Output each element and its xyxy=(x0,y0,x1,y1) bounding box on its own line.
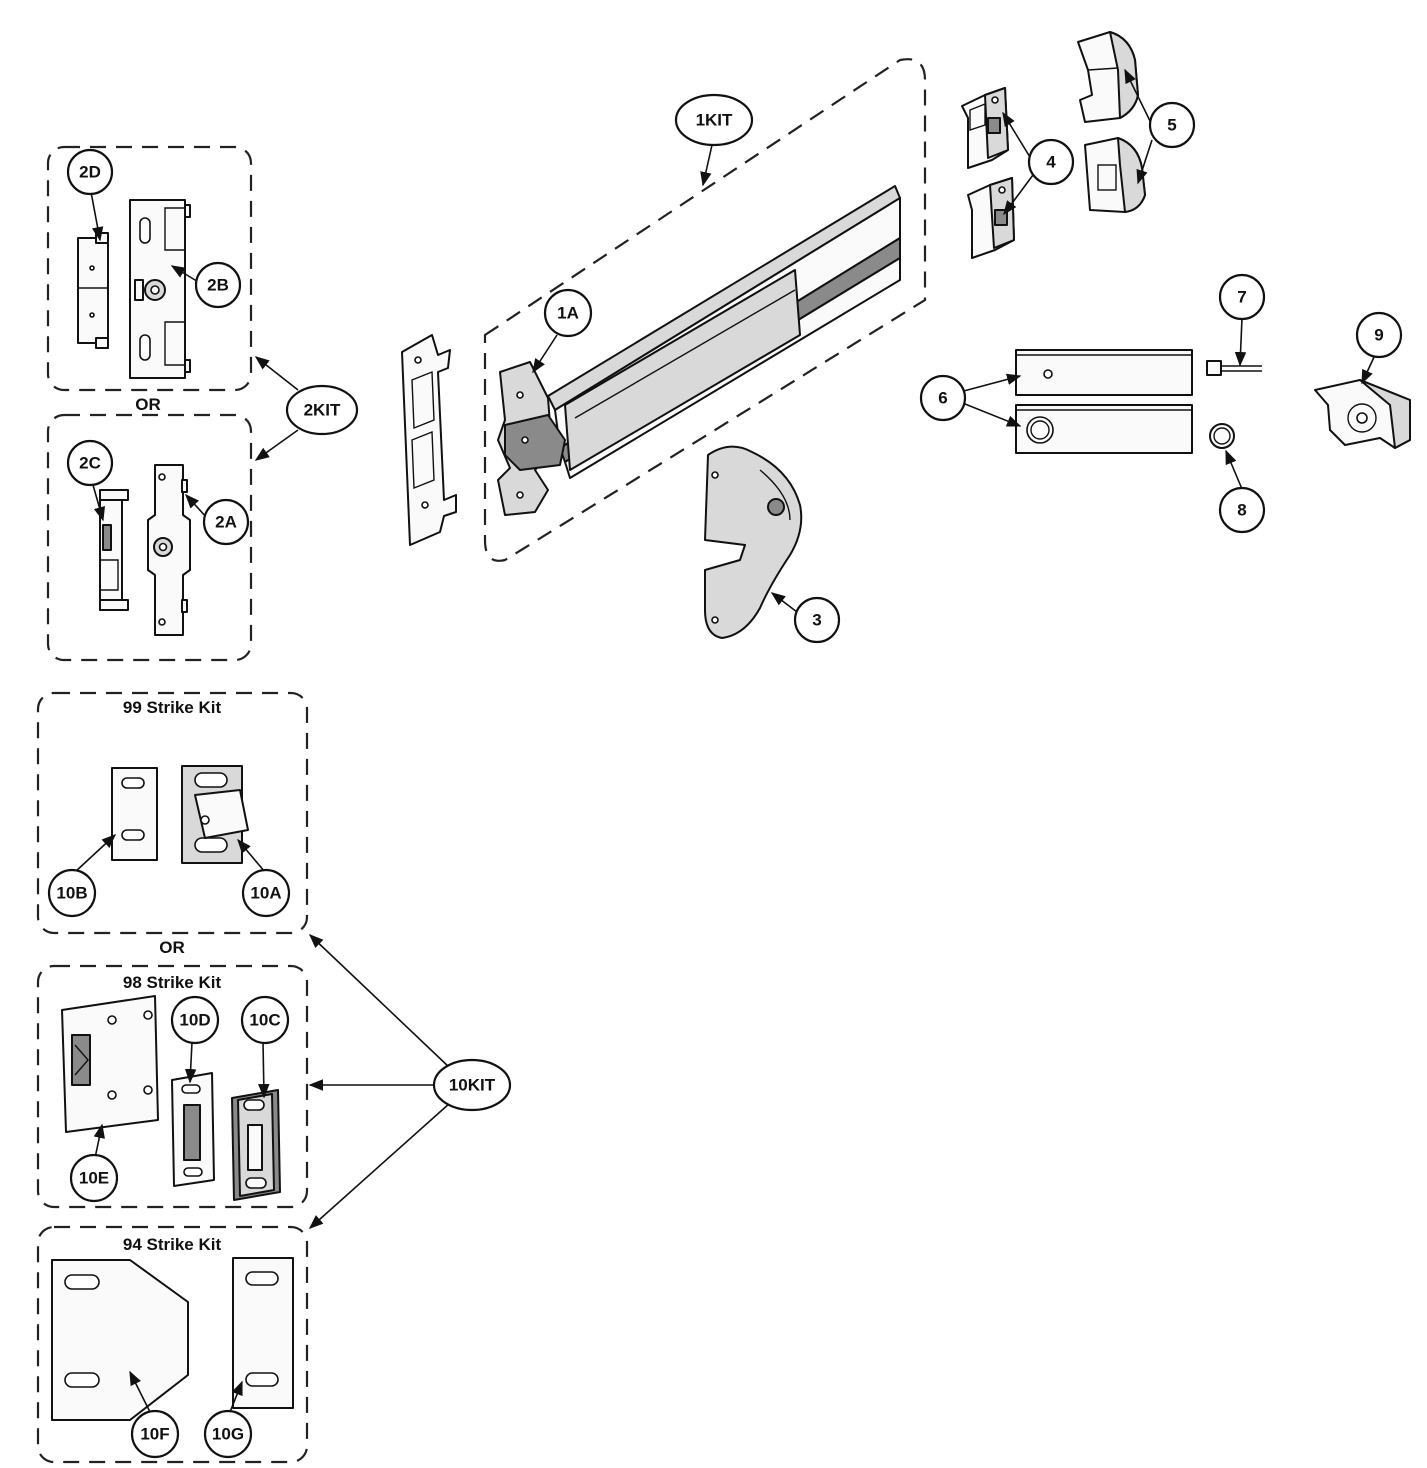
end-cap-cover xyxy=(704,445,803,639)
svg-text:9: 9 xyxy=(1374,326,1383,345)
part-10b xyxy=(111,767,158,861)
key-part xyxy=(1206,360,1262,376)
kit-98-title: 98 Strike Kit xyxy=(123,973,222,992)
callout-10g: 10G xyxy=(203,1409,253,1459)
callout-7: 7 xyxy=(1218,273,1266,321)
callout-5: 5 xyxy=(1148,101,1196,149)
svg-text:5: 5 xyxy=(1167,116,1176,135)
svg-text:2B: 2B xyxy=(207,276,229,295)
callout-2b: 2B xyxy=(194,261,242,309)
callout-10a: 10A xyxy=(241,868,291,918)
svg-text:2KIT: 2KIT xyxy=(304,401,341,420)
callout-2kit: 2KIT xyxy=(285,384,359,436)
svg-text:3: 3 xyxy=(812,611,821,630)
callout-3: 3 xyxy=(793,596,841,644)
callout-2c: 2C xyxy=(66,439,114,487)
callout-10f: 10F xyxy=(130,1409,180,1459)
spacer-bar-upper xyxy=(1015,349,1193,396)
bracket-lower xyxy=(967,177,1015,259)
svg-text:10B: 10B xyxy=(56,884,87,903)
callout-9: 9 xyxy=(1355,311,1403,359)
kit-94-title: 94 Strike Kit xyxy=(123,1235,222,1254)
svg-text:10D: 10D xyxy=(179,1011,210,1030)
svg-text:8: 8 xyxy=(1237,501,1246,520)
part-10f xyxy=(51,1259,189,1421)
or-label-top: OR xyxy=(135,395,161,414)
svg-text:2A: 2A xyxy=(215,513,237,532)
latch-block xyxy=(1314,379,1411,449)
svg-text:10G: 10G xyxy=(212,1425,244,1444)
part-10a xyxy=(181,765,249,864)
callout-10e: 10E xyxy=(69,1153,119,1203)
part-2b xyxy=(129,199,191,379)
kit-99-boundary xyxy=(36,691,309,935)
callout-6: 6 xyxy=(919,374,967,422)
callout-1a: 1A xyxy=(543,288,593,338)
kit-2-lower-boundary xyxy=(46,413,253,662)
svg-text:1A: 1A xyxy=(557,304,579,323)
callout-1kit: 1KIT xyxy=(674,93,754,147)
callout-10kit: 10KIT xyxy=(432,1058,512,1112)
svg-text:10KIT: 10KIT xyxy=(449,1076,496,1095)
mounting-plate xyxy=(401,334,457,546)
callout-10d: 10D xyxy=(170,995,220,1045)
kit-2-upper-boundary xyxy=(46,145,253,392)
push-bar-assembly xyxy=(497,185,901,516)
callout-2d: 2D xyxy=(66,148,114,196)
svg-text:7: 7 xyxy=(1237,288,1246,307)
kit-99-title: 99 Strike Kit xyxy=(123,698,222,717)
svg-text:2C: 2C xyxy=(79,454,101,473)
svg-text:6: 6 xyxy=(938,389,947,408)
kit-98-boundary xyxy=(36,964,309,1209)
callout-10b: 10B xyxy=(47,868,97,918)
part-10d xyxy=(171,1072,215,1187)
cover-upper xyxy=(1077,31,1139,123)
callout-2a: 2A xyxy=(202,498,250,546)
svg-text:2D: 2D xyxy=(79,163,101,182)
svg-text:1KIT: 1KIT xyxy=(696,111,733,130)
svg-text:10F: 10F xyxy=(140,1425,169,1444)
part-2c xyxy=(99,489,129,611)
part-10g xyxy=(232,1257,294,1409)
nut-part xyxy=(1209,423,1235,449)
part-10c xyxy=(231,1089,281,1201)
callout-4: 4 xyxy=(1027,138,1075,186)
part-10e xyxy=(61,995,159,1133)
bracket-upper xyxy=(961,87,1009,169)
part-2a xyxy=(147,464,191,636)
svg-text:10A: 10A xyxy=(250,884,281,903)
svg-text:10C: 10C xyxy=(249,1011,280,1030)
kit-94-boundary xyxy=(36,1225,309,1464)
cover-lower xyxy=(1084,137,1146,213)
part-2d xyxy=(77,232,109,349)
callout-10c: 10C xyxy=(240,995,290,1045)
kit-1-boundary xyxy=(483,58,927,562)
or-label-strike: OR xyxy=(159,938,185,957)
svg-text:4: 4 xyxy=(1046,153,1056,172)
svg-text:10E: 10E xyxy=(79,1169,109,1188)
spacer-bar-lower xyxy=(1015,404,1193,454)
callout-8: 8 xyxy=(1218,486,1266,534)
